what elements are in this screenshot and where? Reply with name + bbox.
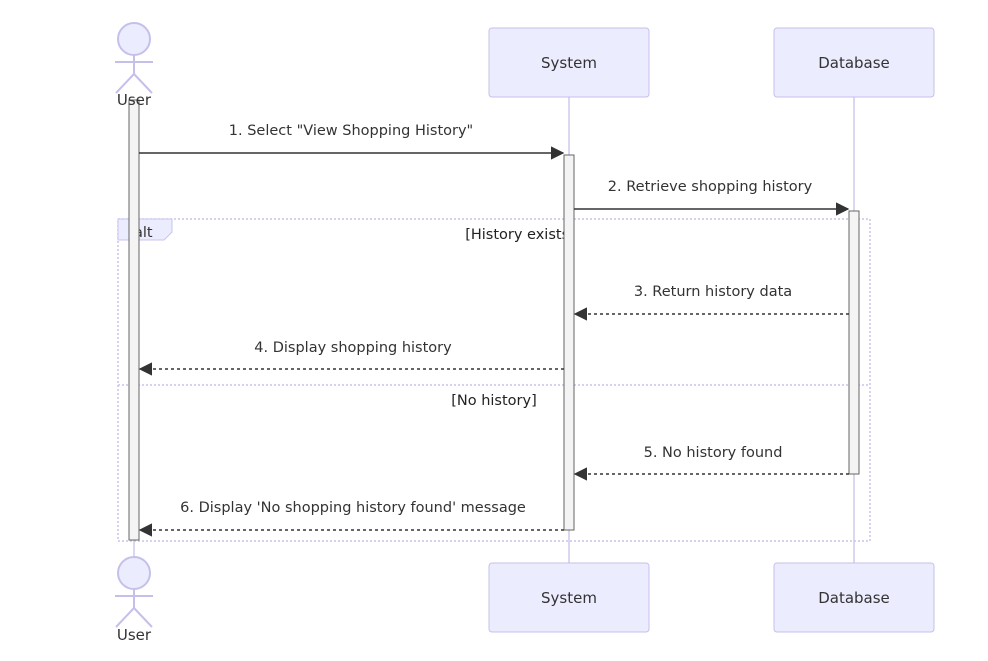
system-participant-bottom: System — [488, 562, 650, 633]
user-activation — [128, 99, 140, 541]
system-box-bottom — [488, 562, 650, 633]
message-3-label: 3. Return history data — [634, 284, 792, 300]
database-label-top: Database — [818, 54, 890, 72]
database-label-bottom: Database — [818, 589, 890, 607]
database-activation — [848, 210, 860, 475]
message-1-label: 1. Select "View Shopping History" — [229, 123, 473, 139]
user-label-bottom: User — [117, 626, 152, 644]
user-actor-bottom: User — [115, 556, 153, 644]
alt-guard-no-history: [No history] — [451, 393, 537, 409]
message-1: 1. Select "View Shopping History" — [139, 123, 565, 160]
system-box-top — [488, 27, 650, 98]
user-head-icon — [117, 22, 151, 56]
message-5: 5. No history found — [573, 445, 849, 481]
system-label-top: System — [541, 54, 597, 72]
message-4-label: 4. Display shopping history — [254, 340, 452, 356]
database-box-top — [773, 27, 935, 98]
system-participant-top: System — [488, 27, 650, 98]
user-actor-top: User — [115, 22, 153, 109]
alt-guard-history-exists: [History exists] — [465, 227, 575, 243]
message-3: 3. Return history data — [573, 284, 849, 321]
database-box-bottom — [773, 562, 935, 633]
message-6: 6. Display 'No shopping history found' m… — [138, 500, 564, 537]
message-5-label: 5. No history found — [644, 445, 783, 461]
message-2-label: 2. Retrieve shopping history — [608, 179, 813, 195]
alt-frame — [117, 218, 871, 542]
system-label-bottom: System — [541, 589, 597, 607]
system-activation — [563, 154, 575, 531]
user-head-icon-bottom — [117, 556, 151, 590]
database-participant-top: Database — [773, 27, 935, 98]
message-6-label: 6. Display 'No shopping history found' m… — [180, 500, 526, 516]
user-label-top: User — [117, 91, 152, 109]
message-4: 4. Display shopping history — [138, 340, 564, 376]
database-participant-bottom: Database — [773, 562, 935, 633]
message-2: 2. Retrieve shopping history — [574, 179, 850, 216]
